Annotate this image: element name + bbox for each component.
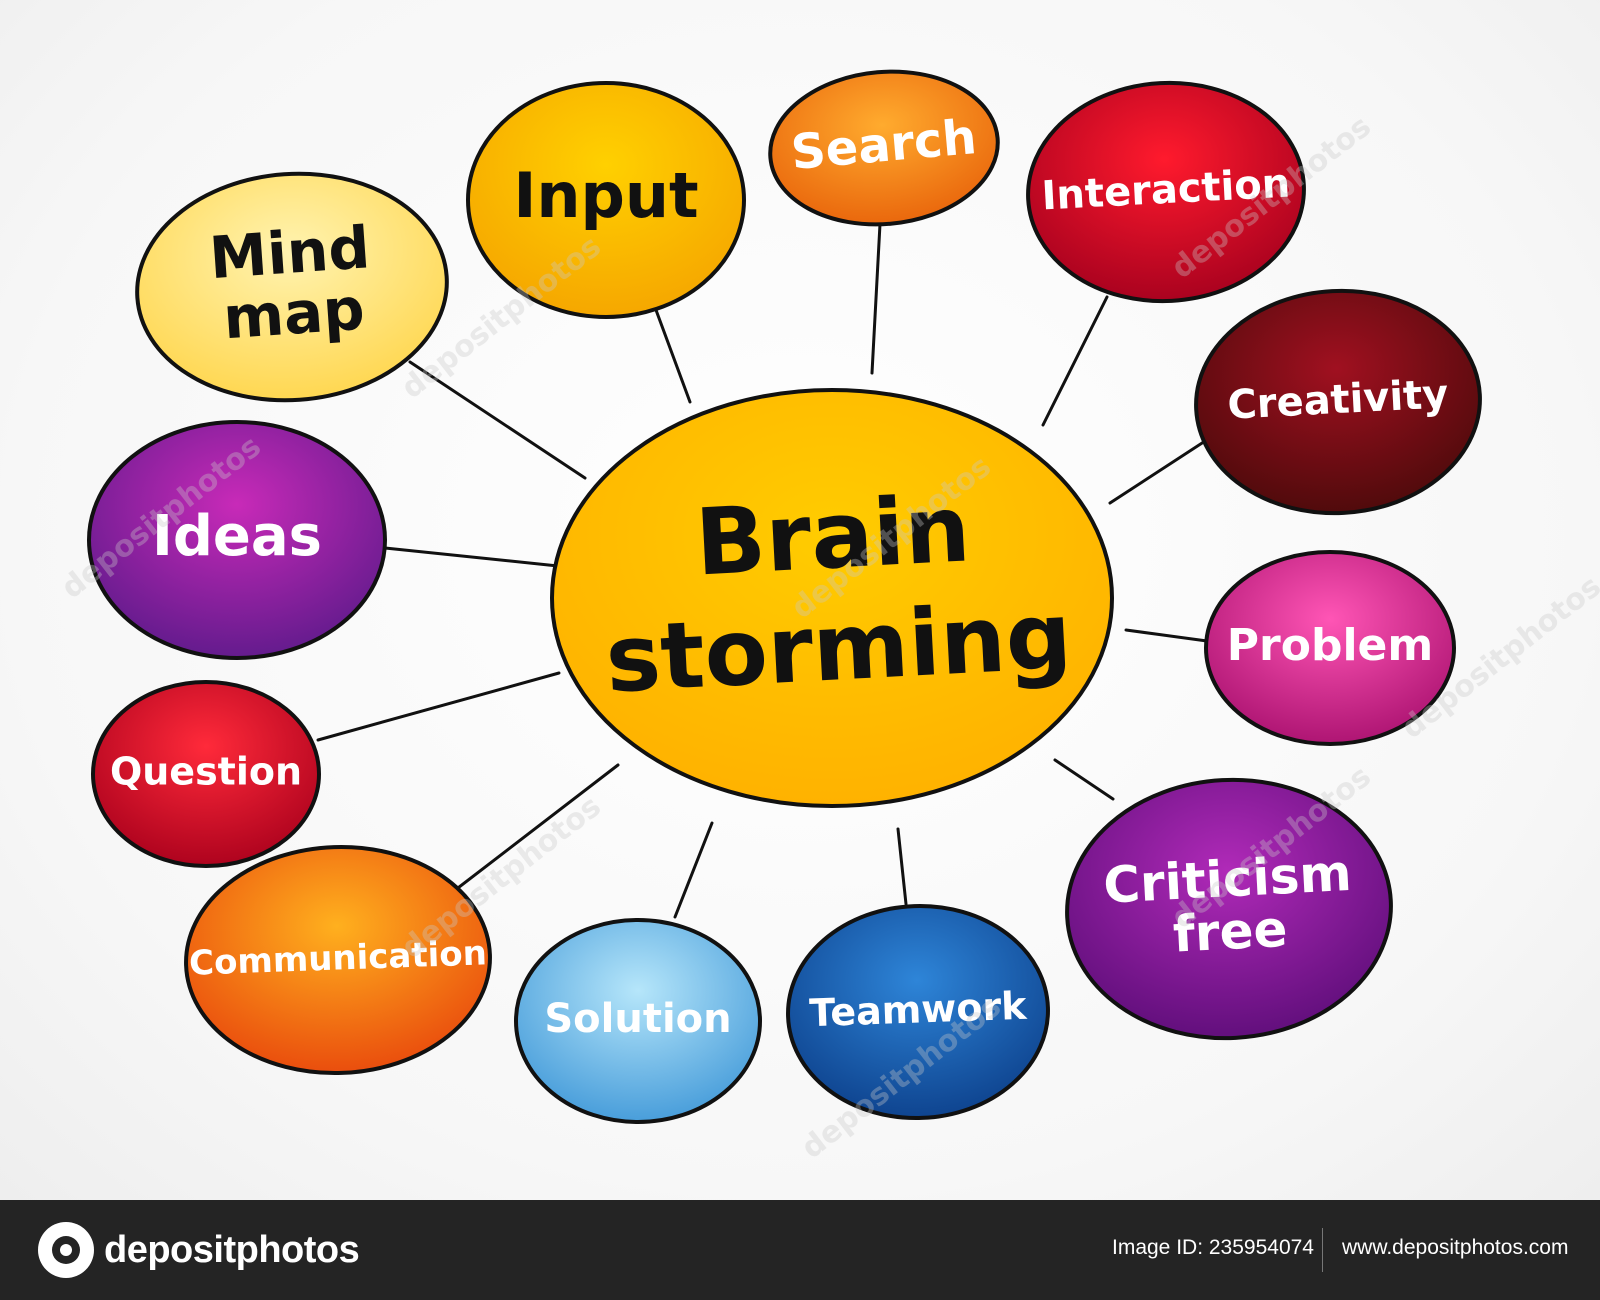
node-problem: Problem [1204,550,1456,746]
footer-divider [1322,1228,1323,1272]
node-label: Solution [544,996,731,1042]
node-question: Question [91,680,321,868]
node-creativity: Creativity [1194,288,1482,516]
node-bubble [184,844,492,1076]
node-label: Input [513,159,698,232]
depositphotos-logo[interactable]: depositphotos [38,1222,360,1278]
node-bubble [1204,550,1456,746]
node-bubble [514,918,762,1124]
node-communication: Communication [184,844,492,1076]
node-label: free [1172,900,1289,964]
node-search: Search [768,69,1000,227]
camera-aperture-icon [38,1222,94,1278]
connector-teamwork [896,827,908,906]
node-label: map [221,275,366,353]
node-label: Question [110,750,302,794]
connector-criticism-free [1053,758,1115,801]
brand-name: depositphotos [104,1228,360,1271]
central-label: storming [603,582,1074,713]
central-label: Brain [693,475,973,596]
node-label: Mind [207,213,372,292]
connector-interaction [1041,295,1109,427]
node-bubble [786,903,1050,1121]
node-bubble [91,680,321,868]
node-bubble [1026,80,1306,304]
connector-ideas [383,546,560,568]
node-bubble [87,420,387,660]
node-solution: Solution [514,918,762,1124]
central-bubble [550,388,1114,808]
node-bubble [768,69,1000,227]
node-label: Problem [1227,620,1433,671]
connector-question [316,671,561,742]
connector-lines [316,222,1221,919]
node-teamwork: Teamwork [786,903,1050,1121]
site-url-link[interactable]: www.depositphotos.com [1342,1236,1569,1259]
connector-mind-map [408,360,587,480]
connector-problem [1124,628,1209,643]
node-bubble [466,81,746,319]
node-input: Input [466,81,746,319]
image-id-label: Image ID: 235954074 [1112,1236,1314,1259]
connector-creativity [1108,430,1221,505]
node-label: Ideas [152,504,322,569]
node-bubble [135,171,449,403]
node-bubble [1065,777,1393,1041]
connector-input [654,308,692,404]
node-label: Criticism [1102,844,1353,915]
connector-search [870,222,882,375]
node-ideas: Ideas [87,420,387,660]
connector-communication [452,763,620,893]
stock-footer-bar: depositphotos Image ID: 235954074 www.de… [0,1200,1600,1300]
node-label: Teamwork [809,984,1028,1036]
connector-solution [673,821,714,919]
node-interaction: Interaction [1026,80,1306,304]
node-bubble [1194,288,1482,516]
